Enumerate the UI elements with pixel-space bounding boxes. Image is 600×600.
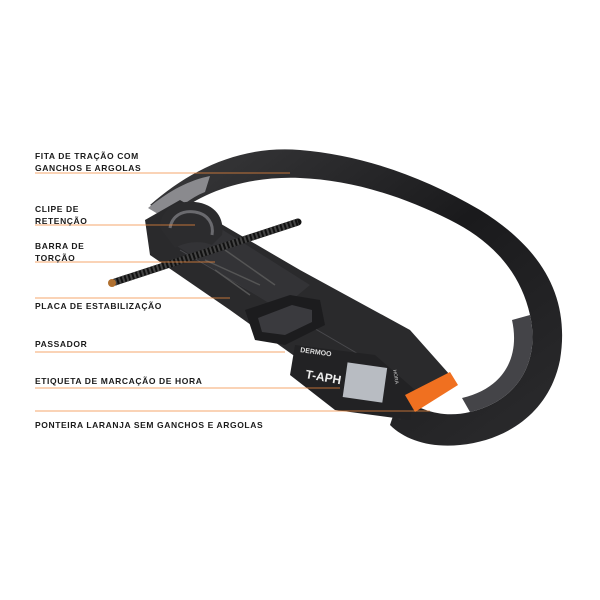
label-buckle: PASSADOR [35,339,88,349]
time-tag: DERMOO T-APH HORA [290,345,415,420]
buckle [245,295,325,345]
label-torsion-rod: BARRA DE TORÇÃO [35,241,85,263]
strap-loop [150,149,563,446]
label-time-tag: ETIQUETA DE MARCAÇÃO DE HORA [35,376,203,386]
strap-inner-lining [148,176,210,220]
orange-tip [405,372,458,412]
label-retention-clip: CLIPE DE RETENÇÃO [35,204,88,226]
label-orange-tip: PONTEIRA LARANJA SEM GANCHOS E ARGOLAS [35,420,264,430]
tag-hour-text: HORA [391,369,400,385]
brand-text: DERMOO [300,347,333,358]
torsion-rod [108,218,302,287]
leader-lines [35,172,430,412]
stabilization-plate [175,225,310,310]
label-strap: FITA DE TRAÇÃO COM GANCHOS E ARGOLAS [35,151,142,173]
model-text: T-APH [304,367,342,387]
label-stabilization-plate: PLACA DE ESTABILIZAÇÃO [35,301,163,311]
